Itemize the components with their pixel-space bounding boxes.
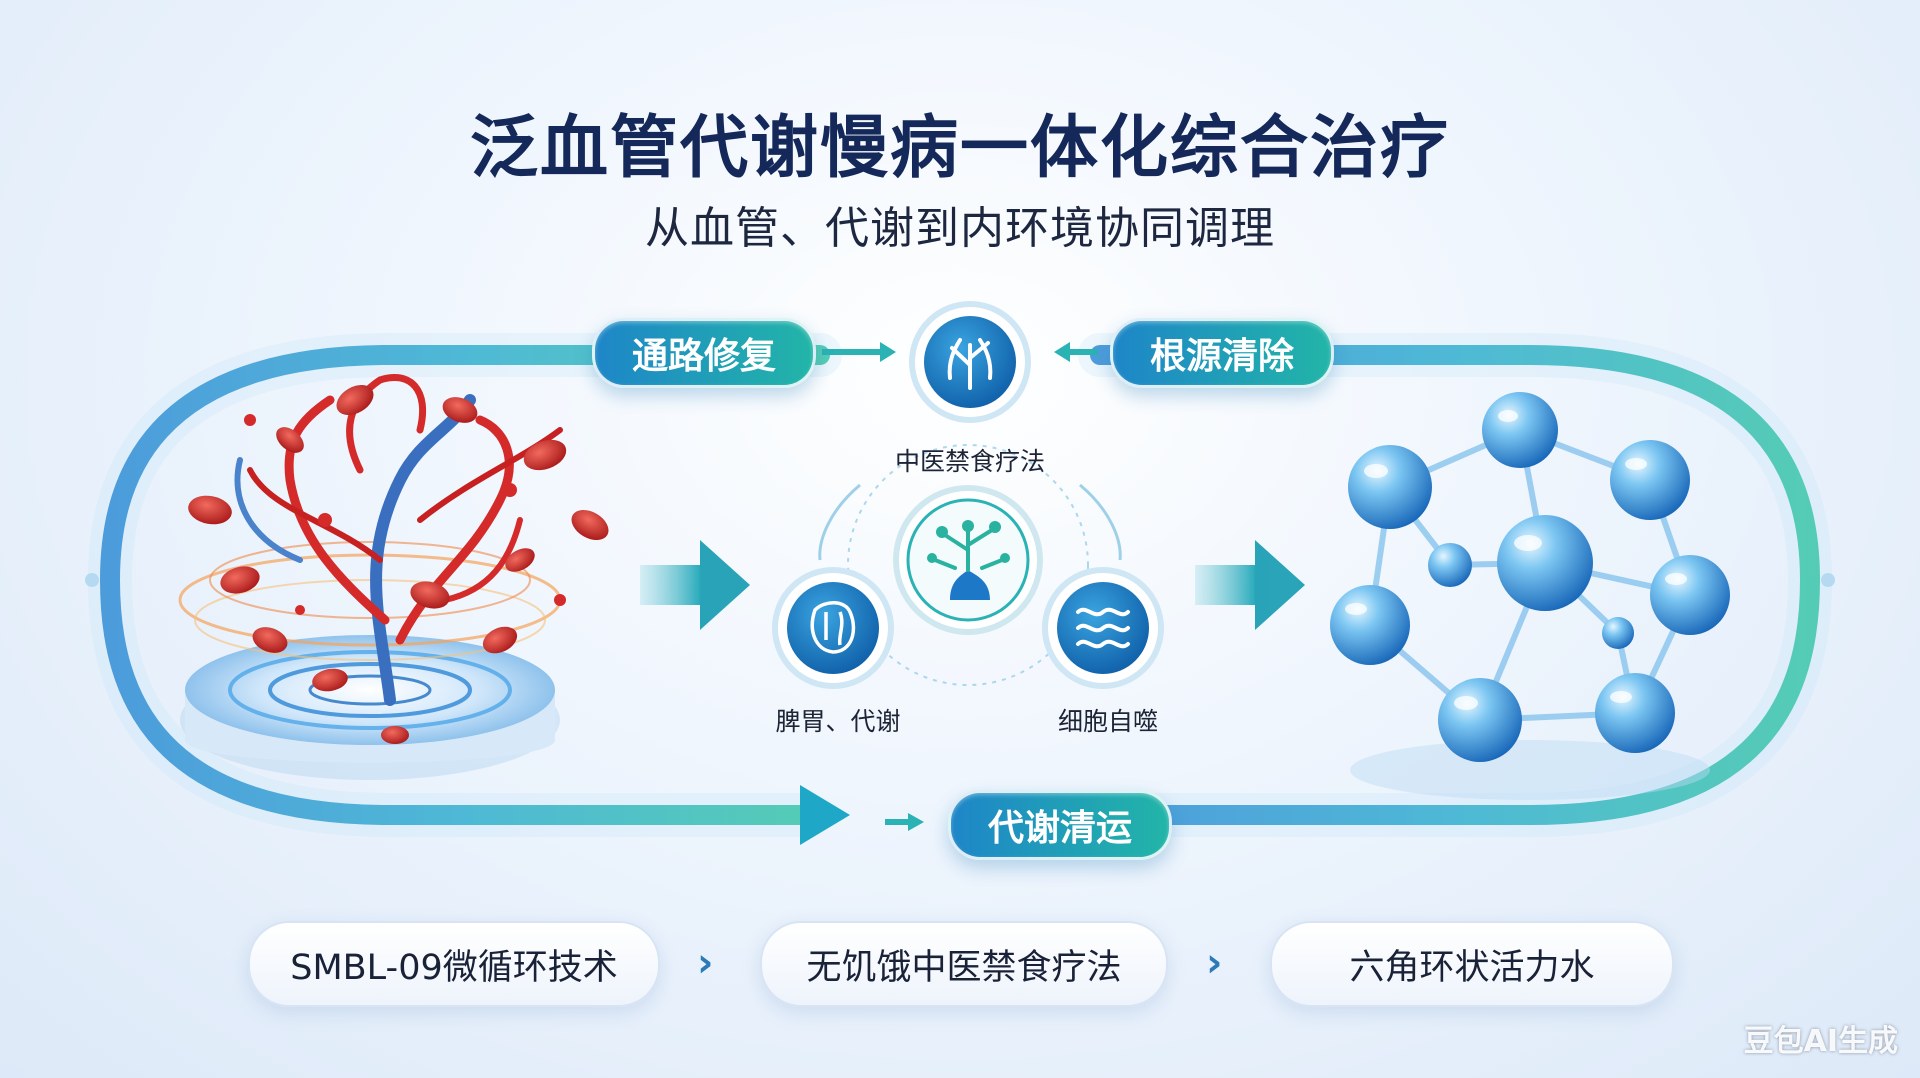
bottom-arrow-head <box>800 785 850 845</box>
ring-arrow-right <box>1079 483 1122 561</box>
center-ring <box>847 444 1089 686</box>
loop-dot-right <box>1821 573 1835 587</box>
pill-metabolic-clearance-label: 代谢清运 <box>987 808 1132 849</box>
tech-smbl09: SMBL-09微循环技术 <box>248 921 660 1007</box>
pill-root-clearance: 根源清除 <box>1110 318 1334 388</box>
center-node <box>893 485 1043 635</box>
cycle-loop-glow-right <box>1078 333 1833 837</box>
tech-smbl09-label: SMBL-09微循环技术 <box>290 947 618 988</box>
chevron-right-icon: › <box>1206 940 1223 986</box>
tech-hexagonal-water-label: 六角环状活力水 <box>1349 947 1595 988</box>
blood-vessel-illustration <box>178 373 609 780</box>
page-subtitle: 从血管、代谢到内环境协同调理 <box>645 203 1275 254</box>
stomach-icon <box>810 601 856 654</box>
cycle-loop-track <box>99 345 830 825</box>
label-tcm-fasting: 中医禁食疗法 <box>894 447 1045 476</box>
ring-arrow-left <box>818 483 861 561</box>
pill-root-clearance-label: 根源清除 <box>1149 336 1294 377</box>
root-tree-icon <box>927 520 1010 600</box>
cycle-loop-track-right <box>1090 345 1821 825</box>
spleen-stomach-node <box>772 567 894 689</box>
wave-icon <box>1076 607 1130 649</box>
label-spleen-metabolism: 脾胃、代谢 <box>775 707 901 736</box>
tech-tcm-fasting-label: 无饥饿中医禁食疗法 <box>806 947 1122 988</box>
cycle-loop-glow <box>87 333 842 837</box>
tech-hexagonal-water: 六角环状活力水 <box>1270 921 1674 1007</box>
arrow-bottom-small <box>885 813 924 831</box>
herb-icon <box>947 338 993 390</box>
pill-pathway-repair-label: 通路修复 <box>631 336 776 377</box>
loop-dot-left <box>85 573 99 587</box>
page-title: 泛血管代谢慢病一体化综合治疗 <box>469 109 1450 188</box>
chevron-right-icon: › <box>697 940 714 986</box>
arrow-to-center-right <box>1054 342 1098 362</box>
arrow-left-to-center <box>640 540 750 630</box>
tcm-fasting-node <box>909 301 1031 423</box>
pill-metabolic-clearance: 代谢清运 <box>948 790 1172 860</box>
ai-watermark: 豆包AI生成 <box>1743 1024 1898 1059</box>
pill-pathway-repair: 通路修复 <box>592 318 816 388</box>
arrow-to-center-left <box>822 342 896 362</box>
hexagonal-water-molecule <box>1330 392 1730 800</box>
tech-tcm-fasting: 无饥饿中医禁食疗法 <box>760 921 1168 1007</box>
autophagy-node <box>1042 567 1164 689</box>
arrow-center-to-right <box>1195 540 1305 630</box>
label-autophagy: 细胞自噬 <box>1057 707 1158 736</box>
